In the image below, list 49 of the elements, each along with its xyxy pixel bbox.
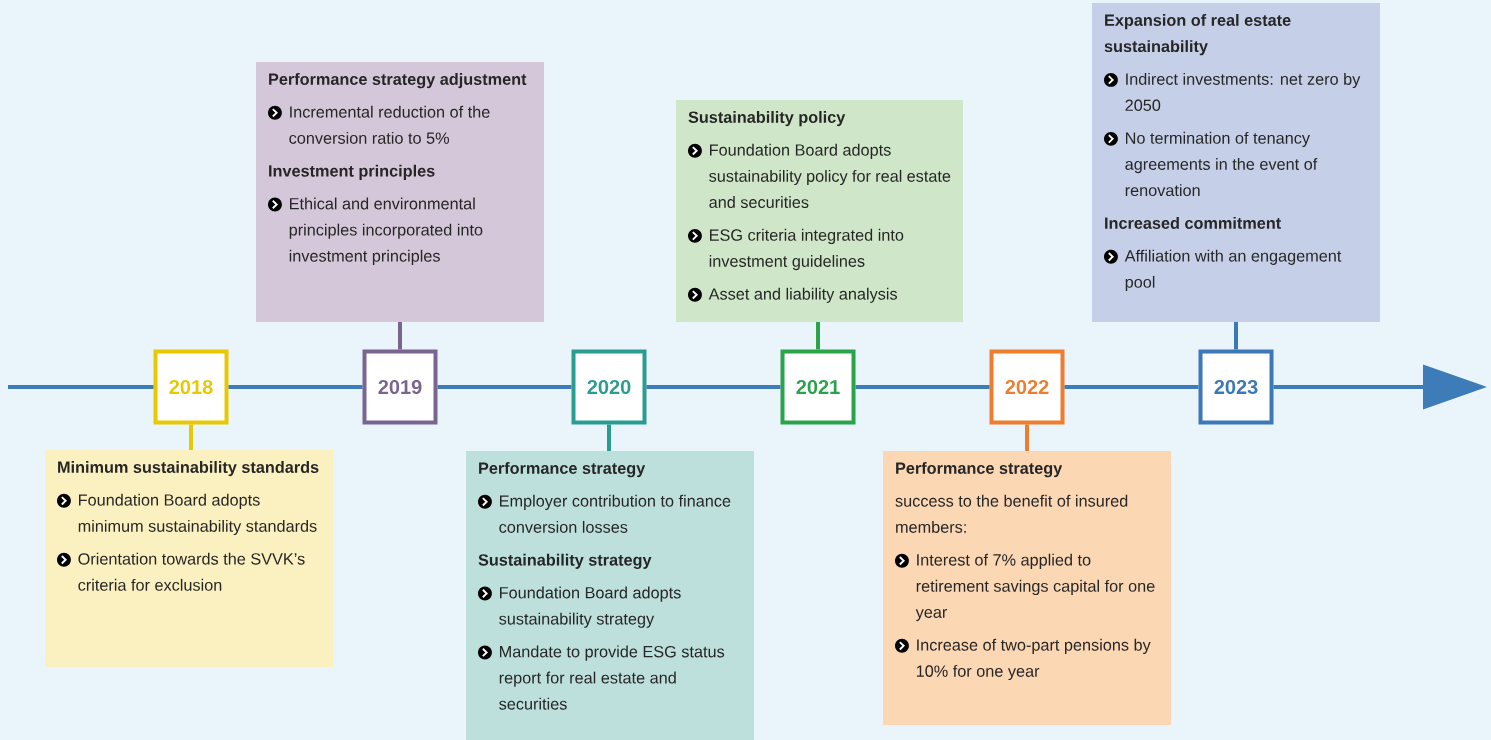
body-text: success to the benefit of insured members: xyxy=(895,494,1128,533)
year-box: 2018 xyxy=(153,349,229,425)
bullet-text: Indirect investments: net zero by 2050 xyxy=(1125,72,1361,111)
event-box xyxy=(883,451,1171,725)
bullet-text: Foundation Board adopts sustainability policy for real estate and securities xyxy=(709,143,951,209)
bullet-text: Interest of 7% applied to retirement savings capital for one year xyxy=(915,553,1155,622)
connector-line xyxy=(189,424,193,450)
timeline-line xyxy=(228,385,363,389)
bullet-text: Incremental reduction of the conversion ratio to 5% xyxy=(289,105,490,144)
bullet-text: Employer contribution to finance conversion losses xyxy=(499,494,731,533)
box-heading: Performance strategy adjustment xyxy=(269,73,527,89)
year-box: 2019 xyxy=(362,349,438,425)
box-heading: Increased commitment xyxy=(1105,216,1281,229)
box-heading: Investment principles xyxy=(269,164,435,180)
connector-line xyxy=(816,322,820,350)
year-box: 2022 xyxy=(989,349,1065,425)
connector-line xyxy=(607,424,611,451)
bullet-text: Increase of two-part pensions by 10% for one year xyxy=(916,638,1151,681)
event-box xyxy=(466,451,754,740)
bullet-text: Asset and liability analysis xyxy=(708,287,897,303)
bullet-text: Foundation Board adopts minimum sustainability standards xyxy=(78,493,317,536)
timeline-line xyxy=(646,385,781,389)
timeline-line xyxy=(437,385,572,389)
box-heading: Performance strategy xyxy=(479,462,646,478)
year-box: 2023 xyxy=(1198,349,1274,425)
box-heading: Performance strategy xyxy=(896,462,1063,478)
box-heading: Sustainability policy xyxy=(688,111,846,127)
bullet-text: No termination of tenancy agreements in the event of renovation xyxy=(1125,131,1318,197)
event-box xyxy=(1092,3,1380,322)
bullet-text: Foundation Board adopts sustainability strategy xyxy=(499,586,681,628)
bullet-text: Orientation towards the SVVK’s criteria for exclusion xyxy=(78,552,305,591)
bullet-text: Ethical and environmental principles incorporated into investment principles xyxy=(289,197,483,265)
timeline-line xyxy=(1064,385,1199,389)
box-heading: Minimum sustainability standards xyxy=(58,461,319,477)
event-box xyxy=(256,62,544,322)
connector-line xyxy=(1025,424,1029,451)
connector-line xyxy=(398,322,402,350)
bullet-text: Mandate to provide ESG status report for real estate and securities xyxy=(499,645,725,710)
timeline-line xyxy=(8,385,154,389)
timeline-line xyxy=(855,385,990,389)
bullet-text: Affiliation with an engagement pool xyxy=(1124,249,1342,291)
box-heading: Sustainability strategy xyxy=(478,553,652,569)
event-box xyxy=(676,100,963,322)
year-box: 2021 xyxy=(780,349,856,425)
box-heading: Expansion of real estate sustainability xyxy=(1104,14,1291,56)
event-box xyxy=(45,450,333,667)
year-box: 2020 xyxy=(571,349,647,425)
connector-line xyxy=(1234,322,1238,350)
bullet-text: ESG criteria integrated into investment guidelines xyxy=(709,228,904,271)
